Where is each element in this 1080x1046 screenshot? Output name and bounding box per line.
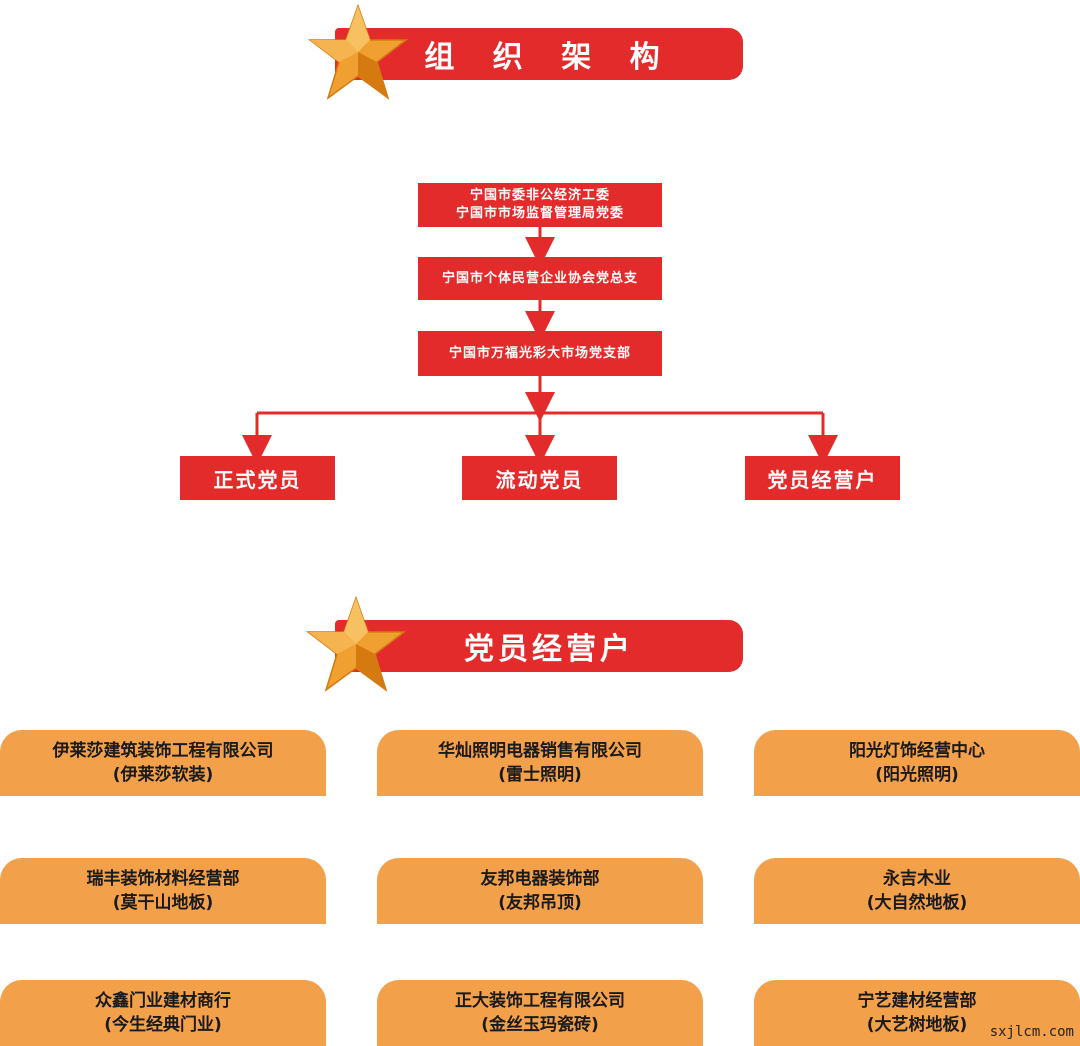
card-name: 华灿照明电器销售有限公司 xyxy=(438,741,642,761)
section-title-banner: 组 织 架 构 xyxy=(335,28,743,80)
member-card: 伊莱莎建筑装饰工程有限公司 (伊莱莎软装) xyxy=(0,730,326,796)
watermark: sxjlcm.com xyxy=(989,1024,1074,1040)
org-level2-label: 宁国市个体民营企业协会党总支 xyxy=(441,270,638,286)
card-name: 伊莱莎建筑装饰工程有限公司 xyxy=(52,741,274,761)
card-brand: (金丝玉玛瓷砖) xyxy=(481,1015,599,1035)
card-name: 瑞丰装饰材料经营部 xyxy=(86,869,240,889)
member-card: 正大装饰工程有限公司 (金丝玉玛瓷砖) xyxy=(377,980,703,1046)
member-card: 友邦电器装饰部 (友邦吊顶) xyxy=(377,858,703,924)
card-brand: (莫干山地板) xyxy=(112,893,214,913)
section-title: 组 织 架 构 xyxy=(424,40,674,75)
member-card: 瑞丰装饰材料经营部 (莫干山地板) xyxy=(0,858,326,924)
org-branch-formal: 正式党员 xyxy=(180,456,335,500)
org-level2-box: 宁国市个体民营企业协会党总支 xyxy=(418,257,662,300)
section-title: 党员经营户 xyxy=(464,632,634,667)
section-title-banner: 党员经营户 xyxy=(335,620,743,672)
card-name: 正大装饰工程有限公司 xyxy=(455,991,625,1011)
card-brand: (伊莱莎软装) xyxy=(112,765,214,785)
org-top-box: 宁国市委非公经济工委 宁国市市场监督管理局党委 xyxy=(418,183,662,227)
card-brand: (今生经典门业) xyxy=(104,1015,222,1035)
card-name: 永吉木业 xyxy=(883,869,951,889)
card-brand: (阳光照明) xyxy=(875,765,959,785)
member-card: 宁艺建材经营部 (大艺树地板) xyxy=(754,980,1080,1046)
org-branch-label: 流动党员 xyxy=(495,467,584,492)
org-top-line2: 宁国市市场监督管理局党委 xyxy=(455,206,624,221)
card-brand: (大自然地板) xyxy=(866,893,968,913)
card-name: 友邦电器装饰部 xyxy=(480,869,600,889)
member-card: 阳光灯饰经营中心 (阳光照明) xyxy=(754,730,1080,796)
card-brand: (大艺树地板) xyxy=(866,1015,968,1035)
card-name: 宁艺建材经营部 xyxy=(857,991,977,1011)
star-icon xyxy=(306,596,406,692)
card-name: 众鑫门业建材商行 xyxy=(95,991,231,1011)
card-brand: (雷士照明) xyxy=(498,765,582,785)
member-card: 永吉木业 (大自然地板) xyxy=(754,858,1080,924)
org-level3-box: 宁国市万福光彩大市场党支部 xyxy=(418,331,662,376)
org-level3-label: 宁国市万福光彩大市场党支部 xyxy=(448,345,631,361)
org-branch-mobile: 流动党员 xyxy=(462,456,617,500)
org-branch-label: 党员经营户 xyxy=(767,467,878,492)
member-card: 华灿照明电器销售有限公司 (雷士照明) xyxy=(377,730,703,796)
org-top-line1: 宁国市委非公经济工委 xyxy=(469,188,610,203)
star-icon xyxy=(308,4,408,100)
org-branch-business: 党员经营户 xyxy=(745,456,900,500)
card-brand: (友邦吊顶) xyxy=(498,893,582,913)
member-card: 众鑫门业建材商行 (今生经典门业) xyxy=(0,980,326,1046)
card-name: 阳光灯饰经营中心 xyxy=(849,741,985,761)
org-branch-label: 正式党员 xyxy=(213,467,302,492)
